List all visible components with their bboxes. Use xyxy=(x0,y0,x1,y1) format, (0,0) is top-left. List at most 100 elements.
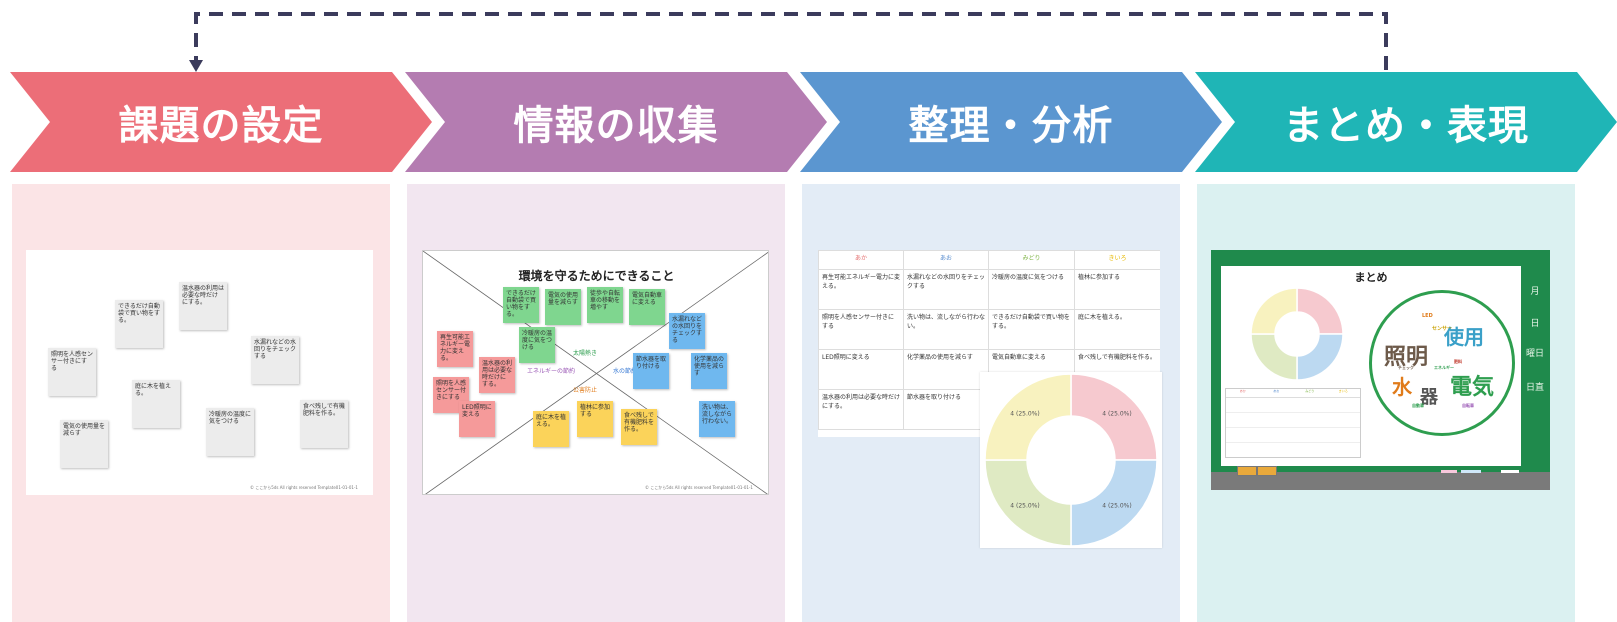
word: 照明 xyxy=(1384,345,1429,370)
table-header: きいろ xyxy=(1074,250,1160,270)
slice-label: 4 (25.0%) xyxy=(1102,502,1131,509)
side-label: 月 xyxy=(1530,287,1540,297)
blackboard: まとめ あか あお みどり きいろ 使用 照明 水 器 電気 LED センサー … xyxy=(1211,250,1550,490)
note-green: できるだけ自動袋で買い物をする。 xyxy=(503,287,539,323)
chevron-step-2 xyxy=(405,72,827,172)
word: 肥料 xyxy=(1454,359,1462,364)
table-cell: 水漏れなどの水回りをチェックする xyxy=(903,269,989,310)
word: 自動車 xyxy=(1412,403,1424,408)
note-blue: 節水器を取り付ける xyxy=(633,353,669,389)
feedback-loop-arrow xyxy=(189,12,1388,72)
slice-label: 4 (25.0%) xyxy=(1102,411,1131,418)
x-chart-diagonals xyxy=(423,251,768,494)
note-red: LED照明に変える xyxy=(459,401,495,437)
step-label-2: 情報の収集 xyxy=(513,103,719,149)
side-label: 日 xyxy=(1530,319,1540,329)
note-green: 電気の使用量を減らす xyxy=(545,289,581,325)
side-label: 曜日 xyxy=(1525,349,1544,359)
chevron-step-3 xyxy=(800,72,1222,172)
slice-label: 4 (25.0%) xyxy=(1010,502,1039,509)
table-cell: 温水器の利用は必要な時だけにする。 xyxy=(818,389,904,430)
note: 冷暖房の温度に気をつける xyxy=(206,408,254,456)
step-label-3: 整理・分析 xyxy=(908,103,1114,149)
x-chart-card: 環境を守るためにできること 太陽熱き エネルギーの節約 水の節約 公害防止 でき… xyxy=(422,250,769,495)
sort-table: あか あお みどり きいろ 再生可能エネルギー電力に変える。 水漏れなどの水回り… xyxy=(818,250,1160,430)
note-green: 冷暖房の温度に気をつける xyxy=(519,327,555,363)
eraser-icon xyxy=(1257,466,1277,476)
label-top: 太陽熱き xyxy=(573,350,598,357)
mini-header: あお xyxy=(1273,389,1280,393)
note: 食べ残しで有機肥料を作る。 xyxy=(300,400,348,448)
table-header: あか xyxy=(818,250,904,270)
word: エネルギー xyxy=(1434,365,1454,370)
donut-slice xyxy=(1250,333,1298,381)
chevron-step-1 xyxy=(10,72,432,172)
note-yellow: 庭に木を植える。 xyxy=(533,411,569,447)
note: 照明を人感センサー付きにする xyxy=(48,348,96,396)
step-label-1: 課題の設定 xyxy=(118,103,324,149)
donut-slice xyxy=(1070,459,1158,547)
chalk-tray xyxy=(1211,466,1550,490)
donut-slice xyxy=(1296,333,1344,381)
note-red: 再生可能エネルギー電力に変える。 xyxy=(437,331,473,367)
table-cell: 洗い物は、流しながら行わない。 xyxy=(903,309,989,350)
table-header: あお xyxy=(903,250,989,270)
word: 自転車 xyxy=(1462,403,1474,408)
process-chevrons xyxy=(10,72,1617,172)
brainstorm-card: できるだけ自動袋で買い物をする。 温水器の利用は必要な時だけにする。 照明を人感… xyxy=(26,250,373,495)
chevron-step-4 xyxy=(1195,72,1617,172)
label-right: 水の節約 xyxy=(613,368,638,375)
mini-header: あか xyxy=(1239,389,1246,393)
mini-table: あか あお みどり きいろ xyxy=(1225,388,1361,458)
label-bottom: 公害防止 xyxy=(573,387,598,394)
x-chart-title: 環境を守るためにできること xyxy=(518,269,675,283)
word: 器 xyxy=(1420,387,1438,408)
table-cell: 冷暖房の温度に気をつける xyxy=(988,269,1075,310)
donut-slice xyxy=(984,459,1072,547)
table-cell: 植林に参加する xyxy=(1074,269,1160,310)
table-header: みどり xyxy=(988,250,1075,270)
word: 水 xyxy=(1392,375,1412,399)
donut-slice xyxy=(1070,373,1158,461)
chalk-icon xyxy=(1441,470,1457,473)
summary-sheet: まとめ あか あお みどり きいろ 使用 照明 水 器 電気 LED センサー … xyxy=(1221,266,1521,466)
step-label-4: まとめ・表現 xyxy=(1283,103,1529,149)
note-yellow: 植林に参加する xyxy=(577,401,613,437)
side-label: 日直 xyxy=(1525,383,1544,393)
word: 電気 xyxy=(1450,375,1495,400)
table-cell: LED照明に変える xyxy=(818,349,904,390)
note-red: 照明を人感センサー付きにする xyxy=(433,377,469,413)
table-cell: できるだけ自動袋で買い物をする。 xyxy=(988,309,1075,350)
note: 電気の使用量を減らす xyxy=(60,420,108,468)
donut-chart: 4 (25.0%)4 (25.0%)4 (25.0%)4 (25.0%) xyxy=(984,373,1158,547)
word: LED xyxy=(1422,313,1433,319)
chalk-icon xyxy=(1461,470,1481,473)
copyright: © ここから5ds All rights reserved Template01… xyxy=(250,485,358,490)
note-red: 温水器の利用は必要な時だけにする。 xyxy=(479,357,515,393)
note-blue: 洗い物は、流しながら行わない。 xyxy=(699,401,735,437)
donut-slice xyxy=(984,373,1072,461)
eraser-icon xyxy=(1237,466,1257,476)
word: 使用 xyxy=(1444,325,1484,349)
note-green: 電気自動車に変える xyxy=(629,289,665,325)
table-cell: 節水器を取り付ける xyxy=(903,389,989,430)
note-green: 徒歩や自転車の移動を増やす xyxy=(587,287,623,323)
table-header-row: あか あお みどり きいろ xyxy=(818,250,1160,270)
word: チェック xyxy=(1398,365,1414,370)
table-row: 再生可能エネルギー電力に変える。 水漏れなどの水回りをチェックする 冷暖房の温度… xyxy=(818,269,1160,310)
mini-donut-chart xyxy=(1250,287,1344,381)
table-cell: 化学薬品の使用を減らす xyxy=(903,349,989,390)
mini-header: みどり xyxy=(1305,389,1315,393)
note-blue: 水漏れなどの水回りをチェックする xyxy=(669,313,705,349)
copyright: © ここから5ds All rights reserved Template01… xyxy=(645,485,753,490)
note: 水漏れなどの水回りをチェックする xyxy=(251,336,299,384)
chalk-icon xyxy=(1501,470,1519,473)
donut-chart-card: 4 (25.0%)4 (25.0%)4 (25.0%)4 (25.0%) xyxy=(980,372,1162,548)
table-row: 照明を人感センサー付きにする 洗い物は、流しながら行わない。 できるだけ自動袋で… xyxy=(818,309,1160,350)
word: センサー xyxy=(1432,326,1453,332)
note-yellow: 食べ残しで有機肥料を作る。 xyxy=(621,409,657,445)
mini-header: きいろ xyxy=(1338,389,1348,393)
word-cloud: 使用 照明 水 器 電気 LED センサー エネルギー チェック 自動車 肥料 … xyxy=(1369,290,1515,436)
donut-slice xyxy=(1250,287,1298,335)
table-cell: 庭に木を植える。 xyxy=(1074,309,1160,350)
